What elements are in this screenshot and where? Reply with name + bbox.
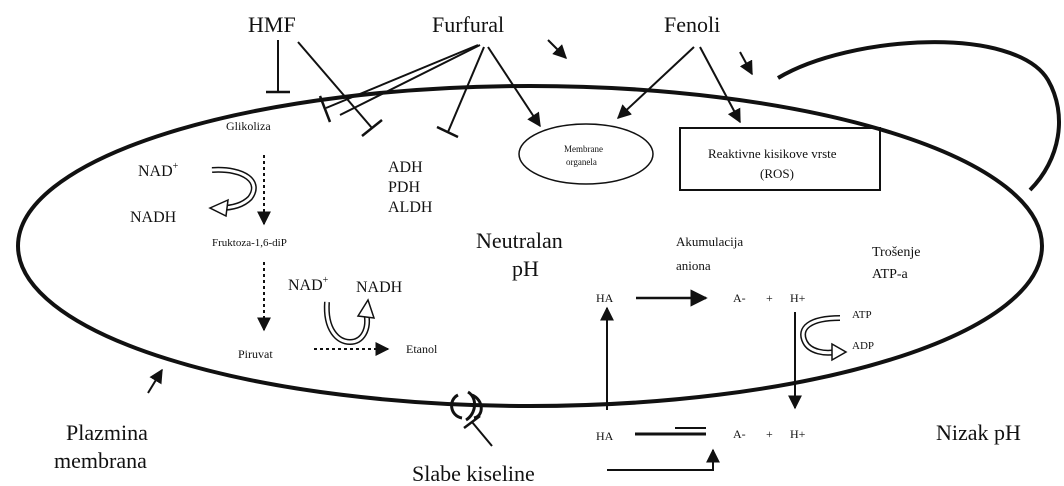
label-a-minus-inside: A- [733,291,746,305]
cell-bud [776,40,1061,192]
label-ros-line2: (ROS) [760,166,794,181]
label-hmf: HMF [248,12,296,37]
fenoli-lines [616,46,753,124]
label-low-ph: Nizak pH [936,420,1021,445]
label-organelle-line1: Membrane [564,144,603,154]
label-h-plus-outside: H+ [790,427,806,441]
glycolysis-arrows [257,155,390,356]
label-plus-outside: + [766,427,773,441]
label-akumulacija-line2: aniona [676,258,711,273]
label-membrane-line2: membrana [54,448,147,473]
nad-cycle-arrow-middle [323,298,376,346]
label-ha-outside: HA [596,429,614,443]
label-plus-inside: + [766,291,773,305]
label-glikoliza: Glikoliza [226,119,271,133]
nad-cycle-arrow-left [208,166,257,218]
weak-acid-arrows [147,289,802,471]
ros-box [679,127,881,191]
label-aldh: ALDH [388,199,433,216]
label-h-plus-inside: H+ [790,291,806,305]
label-fenoli: Fenoli [664,12,720,37]
label-slabe-kiseline: Slabe kiseline [412,461,535,486]
label-trosenje-line2: ATP-a [872,267,909,282]
label-etanol: Etanol [406,342,438,356]
furfural-lines [318,39,567,139]
label-nad-plus-middle: NAD+ [288,275,329,294]
label-neutral-ph-line2: pH [512,256,539,281]
label-membrane-line1: Plazmina [66,420,148,445]
label-neutral-ph-line1: Neutralan [476,228,563,253]
label-atp: ATP [852,309,872,321]
label-akumulacija-line1: Akumulacija [676,234,743,249]
label-nadh-middle: NADH [356,279,403,296]
organelle-membrane [518,123,654,185]
label-piruvat: Piruvat [238,347,273,361]
label-fruktoza: Fruktoza-1,6-diP [212,237,287,249]
label-trosenje-line1: Trošenje [872,245,921,260]
hmf-inhibition-lines [266,40,383,137]
atp-adp-arrow [800,315,848,362]
label-organelle-line2: organela [566,157,597,167]
label-nadh-left: NADH [130,209,177,226]
label-pdh: PDH [388,179,420,196]
label-adh: ADH [388,159,423,176]
label-ros-line1: Reaktivne kisikove vrste [708,146,837,161]
transporter-channel-icon [450,390,483,422]
label-a-minus-outside: A- [733,427,746,441]
label-nad-plus-left: NAD+ [138,161,179,180]
label-adp: ADP [852,340,874,352]
label-ha-inside: HA [596,291,614,305]
label-furfural: Furfural [432,12,504,37]
cell-membrane [16,84,1044,408]
